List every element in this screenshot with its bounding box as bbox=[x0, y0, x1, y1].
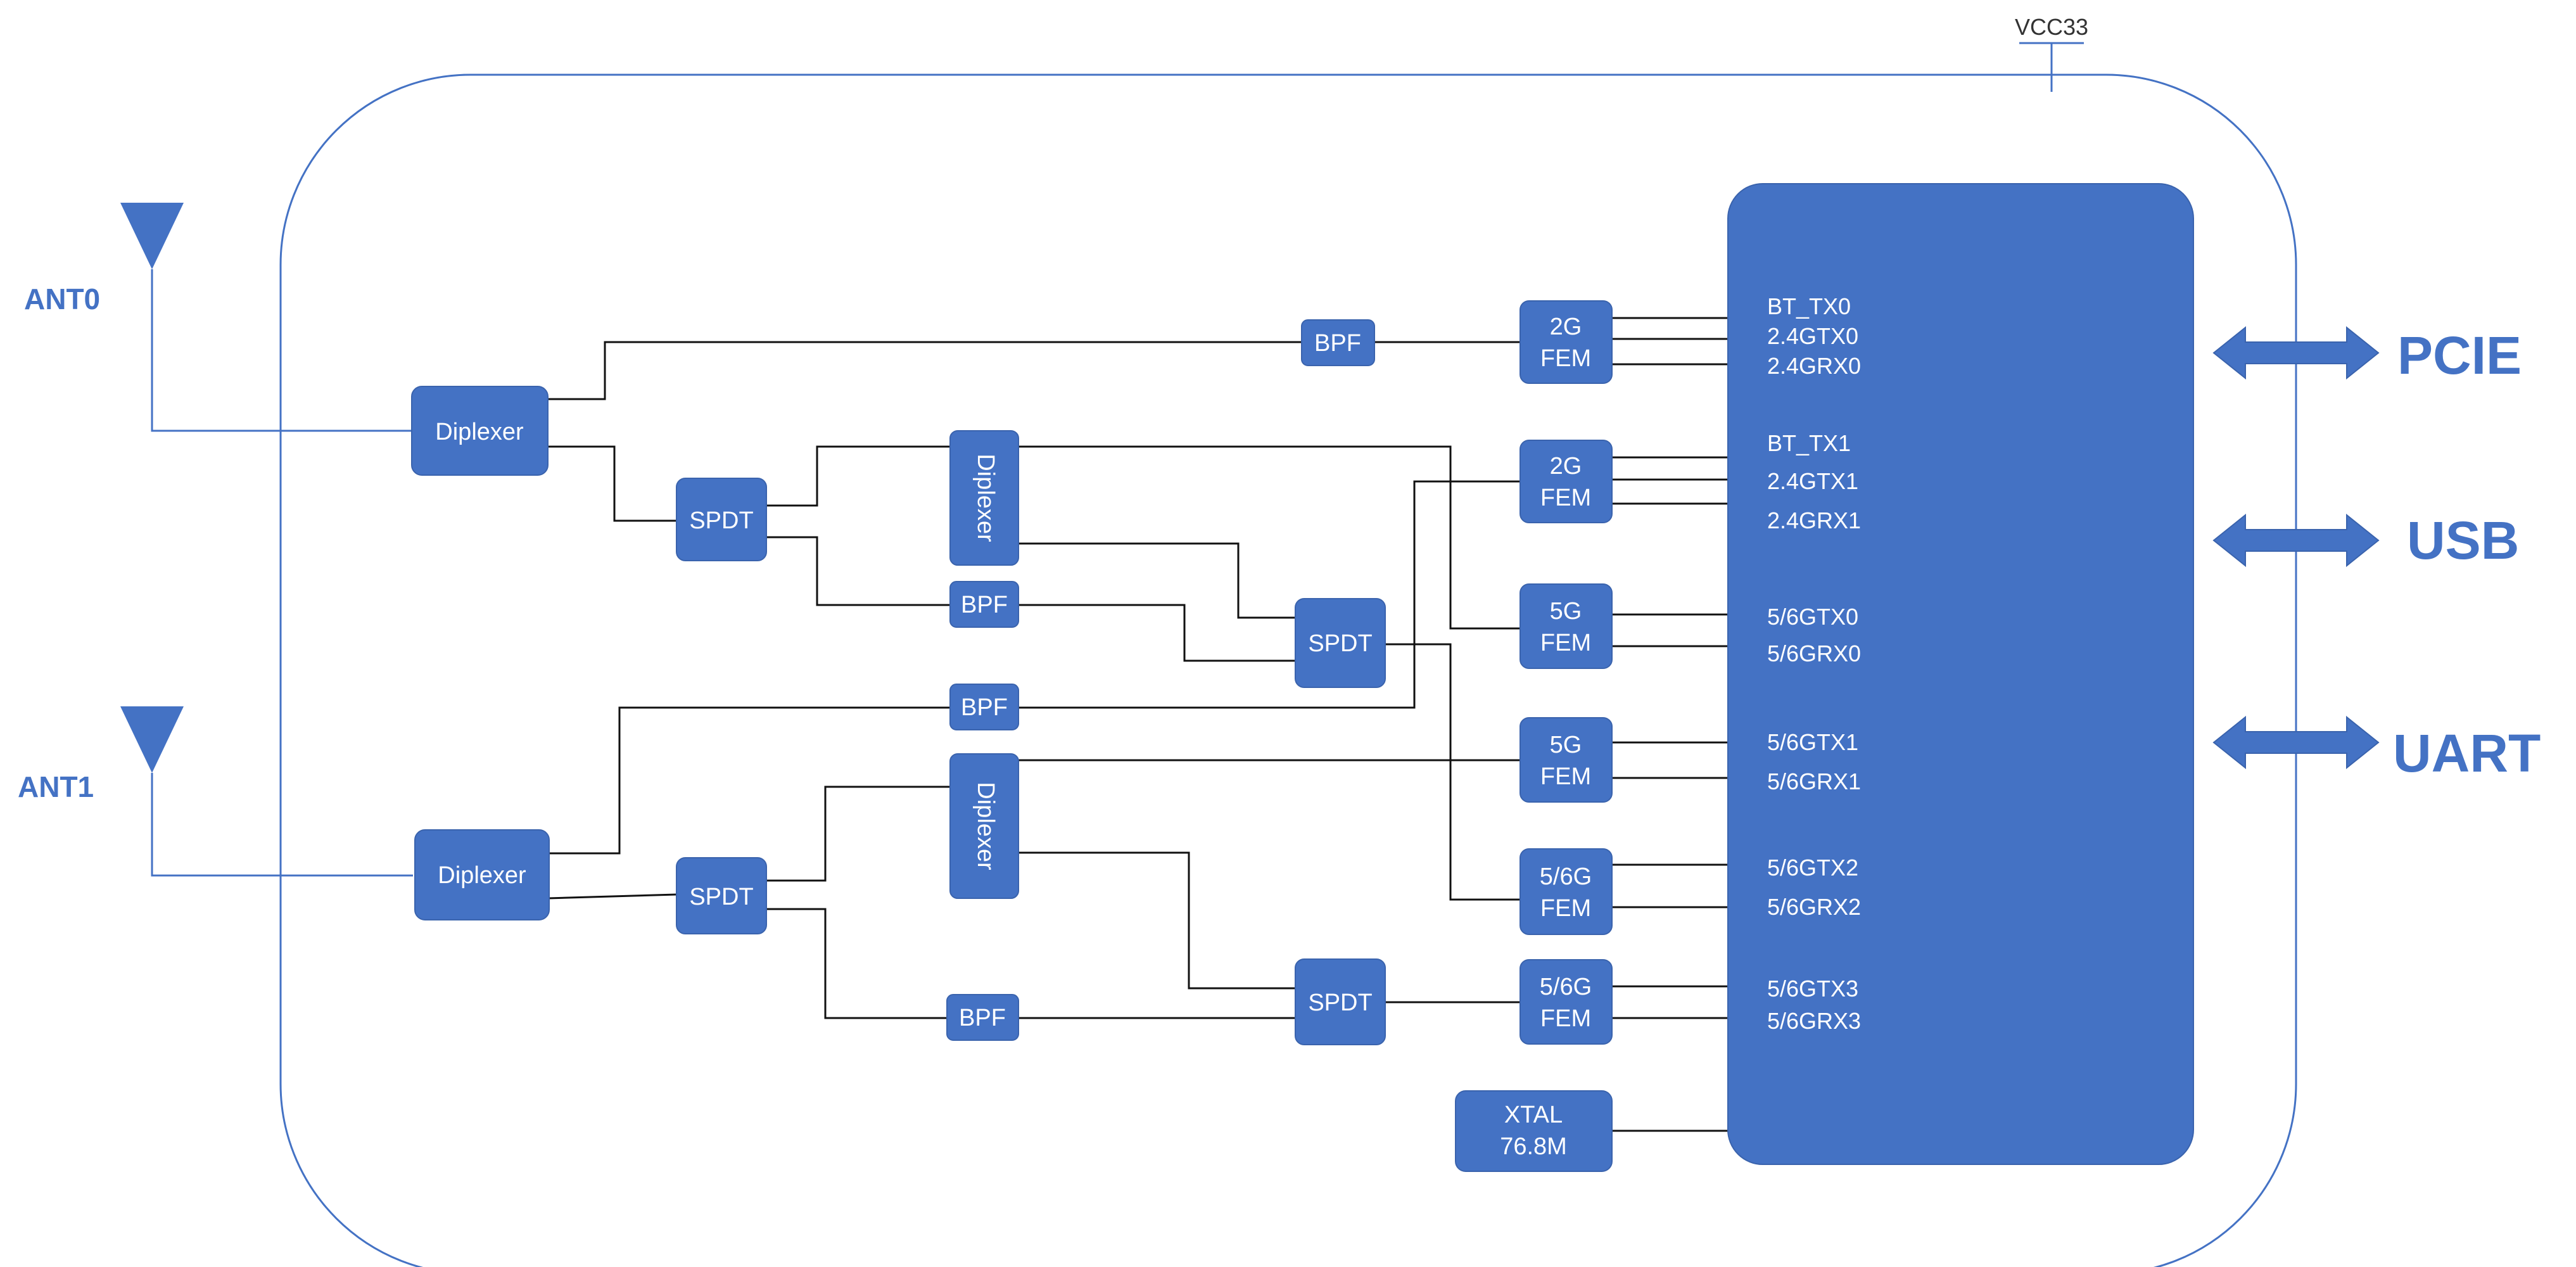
pin-label: BT_TX0 bbox=[1767, 293, 1851, 319]
svg-text:5G: 5G bbox=[1550, 732, 1582, 758]
bpf-ant1-2g: BPF bbox=[949, 684, 1019, 730]
diplexer-vertical-upper: Diplexer bbox=[949, 430, 1019, 566]
spdt-ant0: SPDT bbox=[676, 478, 767, 561]
svg-text:BPF: BPF bbox=[961, 592, 1008, 618]
pin-label: 5/6GRX3 bbox=[1767, 1008, 1861, 1034]
svg-text:FEM: FEM bbox=[1540, 630, 1591, 656]
pin-label: 5/6GTX3 bbox=[1767, 976, 1858, 1002]
vcc33-label: VCC33 bbox=[2015, 14, 2088, 40]
bpf-lower: BPF bbox=[946, 994, 1019, 1041]
fem-5g-1: 5G FEM bbox=[1520, 717, 1613, 803]
svg-text:5/6G: 5/6G bbox=[1540, 863, 1592, 890]
uart-label: UART bbox=[2393, 723, 2541, 783]
antenna-ant0: ANT0 bbox=[24, 203, 413, 432]
svg-text:FEM: FEM bbox=[1540, 345, 1591, 372]
vcc33-supply: VCC33 bbox=[2015, 14, 2088, 92]
svg-text:BPF: BPF bbox=[961, 694, 1008, 721]
pin-label: 2.4GTX0 bbox=[1767, 323, 1858, 349]
svg-text:2G: 2G bbox=[1550, 314, 1582, 340]
svg-text:Diplexer: Diplexer bbox=[972, 782, 999, 870]
pin-label: 5/6GRX0 bbox=[1767, 640, 1861, 666]
interface-usb: USB bbox=[2212, 511, 2519, 570]
fem-56g-0: 5/6G FEM bbox=[1520, 848, 1613, 935]
pin-label: BT_TX1 bbox=[1767, 430, 1851, 456]
svg-text:BPF: BPF bbox=[1314, 330, 1361, 357]
ant1-label: ANT1 bbox=[18, 770, 94, 803]
spdt-ant1: SPDT bbox=[676, 857, 767, 934]
pin-label: 5/6GTX1 bbox=[1767, 729, 1858, 755]
fem-56g-1: 5/6G FEM bbox=[1520, 959, 1613, 1045]
pin-label: 2.4GRX0 bbox=[1767, 353, 1861, 379]
svg-text:FEM: FEM bbox=[1540, 1005, 1591, 1032]
pin-label: 5/6GTX2 bbox=[1767, 855, 1858, 881]
svg-text:FEM: FEM bbox=[1540, 763, 1591, 790]
interface-uart: UART bbox=[2212, 715, 2541, 783]
usb-label: USB bbox=[2407, 511, 2519, 570]
svg-text:76.8M: 76.8M bbox=[1500, 1133, 1567, 1160]
svg-text:Diplexer: Diplexer bbox=[438, 862, 526, 889]
fem-2g-0: 2G FEM bbox=[1520, 300, 1613, 384]
signal-wires bbox=[547, 317, 1728, 1132]
bpf-ant0-2g: BPF bbox=[1301, 319, 1375, 366]
pin-label: 5/6GRX1 bbox=[1767, 768, 1861, 794]
diplexer-ant0: Diplexer bbox=[411, 386, 549, 476]
fem-2g-1: 2G FEM bbox=[1520, 440, 1613, 523]
svg-text:SPDT: SPDT bbox=[689, 884, 753, 910]
pin-label: 5/6GTX0 bbox=[1767, 604, 1858, 630]
spdt-mid-upper: SPDT bbox=[1295, 598, 1386, 688]
antenna-icon bbox=[120, 706, 184, 773]
main-chip: BT_TX0 2.4GTX0 2.4GRX0 BT_TX1 2.4GTX1 2.… bbox=[1727, 183, 2194, 1165]
double-arrow-icon bbox=[2212, 715, 2380, 770]
svg-text:Diplexer: Diplexer bbox=[972, 454, 999, 542]
pin-label: 2.4GTX1 bbox=[1767, 468, 1858, 494]
svg-text:BPF: BPF bbox=[959, 1005, 1006, 1031]
svg-text:SPDT: SPDT bbox=[1308, 630, 1372, 657]
svg-text:FEM: FEM bbox=[1540, 895, 1591, 922]
pin-label: 5/6GRX2 bbox=[1767, 894, 1861, 920]
fem-5g-0: 5G FEM bbox=[1520, 583, 1613, 669]
antenna-ant1: ANT1 bbox=[18, 706, 413, 877]
svg-text:Diplexer: Diplexer bbox=[435, 419, 524, 445]
ant0-label: ANT0 bbox=[24, 283, 100, 315]
xtal-block: XTAL 76.8M bbox=[1455, 1090, 1613, 1172]
pcie-label: PCIE bbox=[2397, 326, 2522, 385]
antenna-icon bbox=[120, 203, 184, 269]
pin-label: 2.4GRX1 bbox=[1767, 507, 1861, 533]
svg-text:SPDT: SPDT bbox=[689, 507, 753, 534]
svg-text:SPDT: SPDT bbox=[1308, 990, 1372, 1016]
bpf-upper-mid: BPF bbox=[949, 581, 1019, 628]
svg-text:XTAL: XTAL bbox=[1504, 1102, 1563, 1128]
svg-text:5/6G: 5/6G bbox=[1540, 974, 1592, 1000]
diplexer-ant1: Diplexer bbox=[414, 829, 550, 920]
svg-text:FEM: FEM bbox=[1540, 485, 1591, 511]
diplexer-vertical-lower: Diplexer bbox=[949, 753, 1019, 899]
interface-pcie: PCIE bbox=[2212, 326, 2522, 385]
double-arrow-icon bbox=[2212, 326, 2380, 380]
module-outline bbox=[279, 73, 2297, 1267]
double-arrow-icon bbox=[2212, 513, 2380, 568]
svg-text:5G: 5G bbox=[1550, 598, 1582, 625]
spdt-mid-lower: SPDT bbox=[1295, 958, 1386, 1045]
svg-text:2G: 2G bbox=[1550, 453, 1582, 480]
